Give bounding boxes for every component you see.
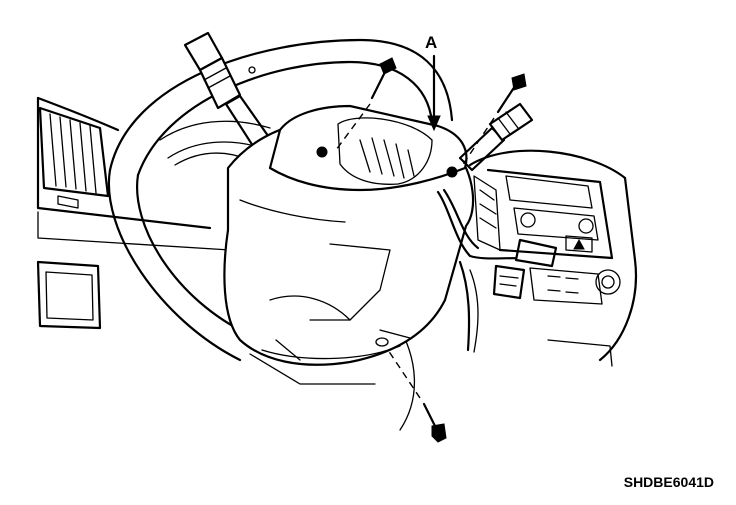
center-console (468, 149, 637, 367)
light-switch-lever (458, 102, 534, 172)
callout-a-arrow (427, 54, 441, 132)
climate-control-panel (529, 267, 603, 305)
dashboard-left (36, 96, 231, 330)
center-air-vent (473, 175, 501, 251)
hazard-button (565, 235, 593, 253)
wiper-switch-lever (183, 31, 280, 162)
steering-wheel-rim (107, 38, 454, 431)
upper-right-screw (461, 73, 527, 167)
audio-knob-left (520, 212, 536, 228)
hazard-triangle-icon (573, 238, 585, 250)
glove-box-panel (36, 260, 102, 330)
harness-connector-2 (492, 264, 526, 300)
audio-knob-right (578, 218, 594, 234)
upper-column-cover (268, 104, 468, 192)
callout-label-a: A (425, 33, 438, 52)
figure-code: SHDBE6041D (623, 474, 714, 490)
upper-left-screw (335, 57, 397, 151)
audio-display (505, 175, 593, 209)
lower-screw (387, 349, 447, 443)
left-air-vent (38, 106, 110, 209)
